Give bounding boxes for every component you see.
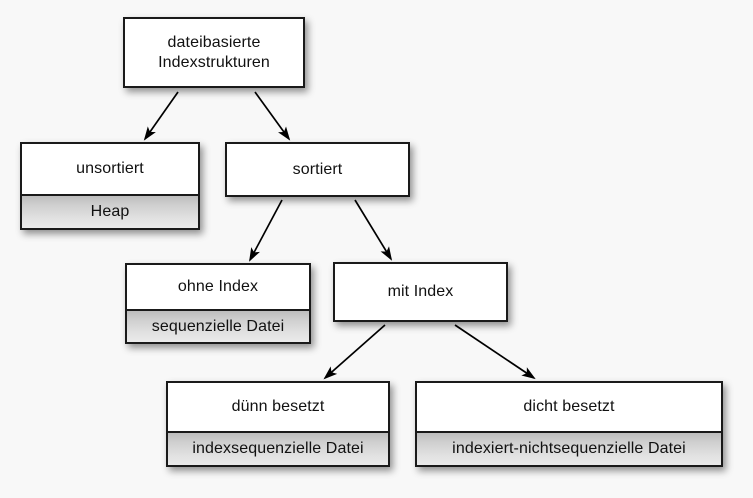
node-title: sortiert (227, 144, 408, 195)
edge-arrow (454, 324, 536, 380)
node-mit-index: mit Index (333, 262, 508, 322)
node-title: dateibasierte Indexstrukturen (125, 19, 303, 86)
node-implementation-label: Heap (22, 194, 198, 228)
node-title: mit Index (335, 264, 506, 320)
edge-arrow (354, 199, 393, 261)
edge-arrow (143, 91, 179, 141)
node-title: unsortiert (22, 144, 198, 194)
node-title: dünn besetzt (168, 383, 388, 431)
node-implementation-label: indexsequenzielle Datei (168, 431, 388, 465)
edge-arrow (323, 324, 386, 380)
node-root: dateibasierte Indexstrukturen (123, 17, 305, 88)
node-title: dicht besetzt (417, 383, 721, 431)
node-title: ohne Index (127, 265, 309, 309)
edge-arrow (249, 199, 283, 262)
node-implementation-label: indexiert-nichtsequenzielle Datei (417, 431, 721, 465)
node-implementation-label: sequenzielle Datei (127, 309, 309, 342)
edge-arrow (254, 91, 291, 141)
node-sortiert: sortiert (225, 142, 410, 197)
